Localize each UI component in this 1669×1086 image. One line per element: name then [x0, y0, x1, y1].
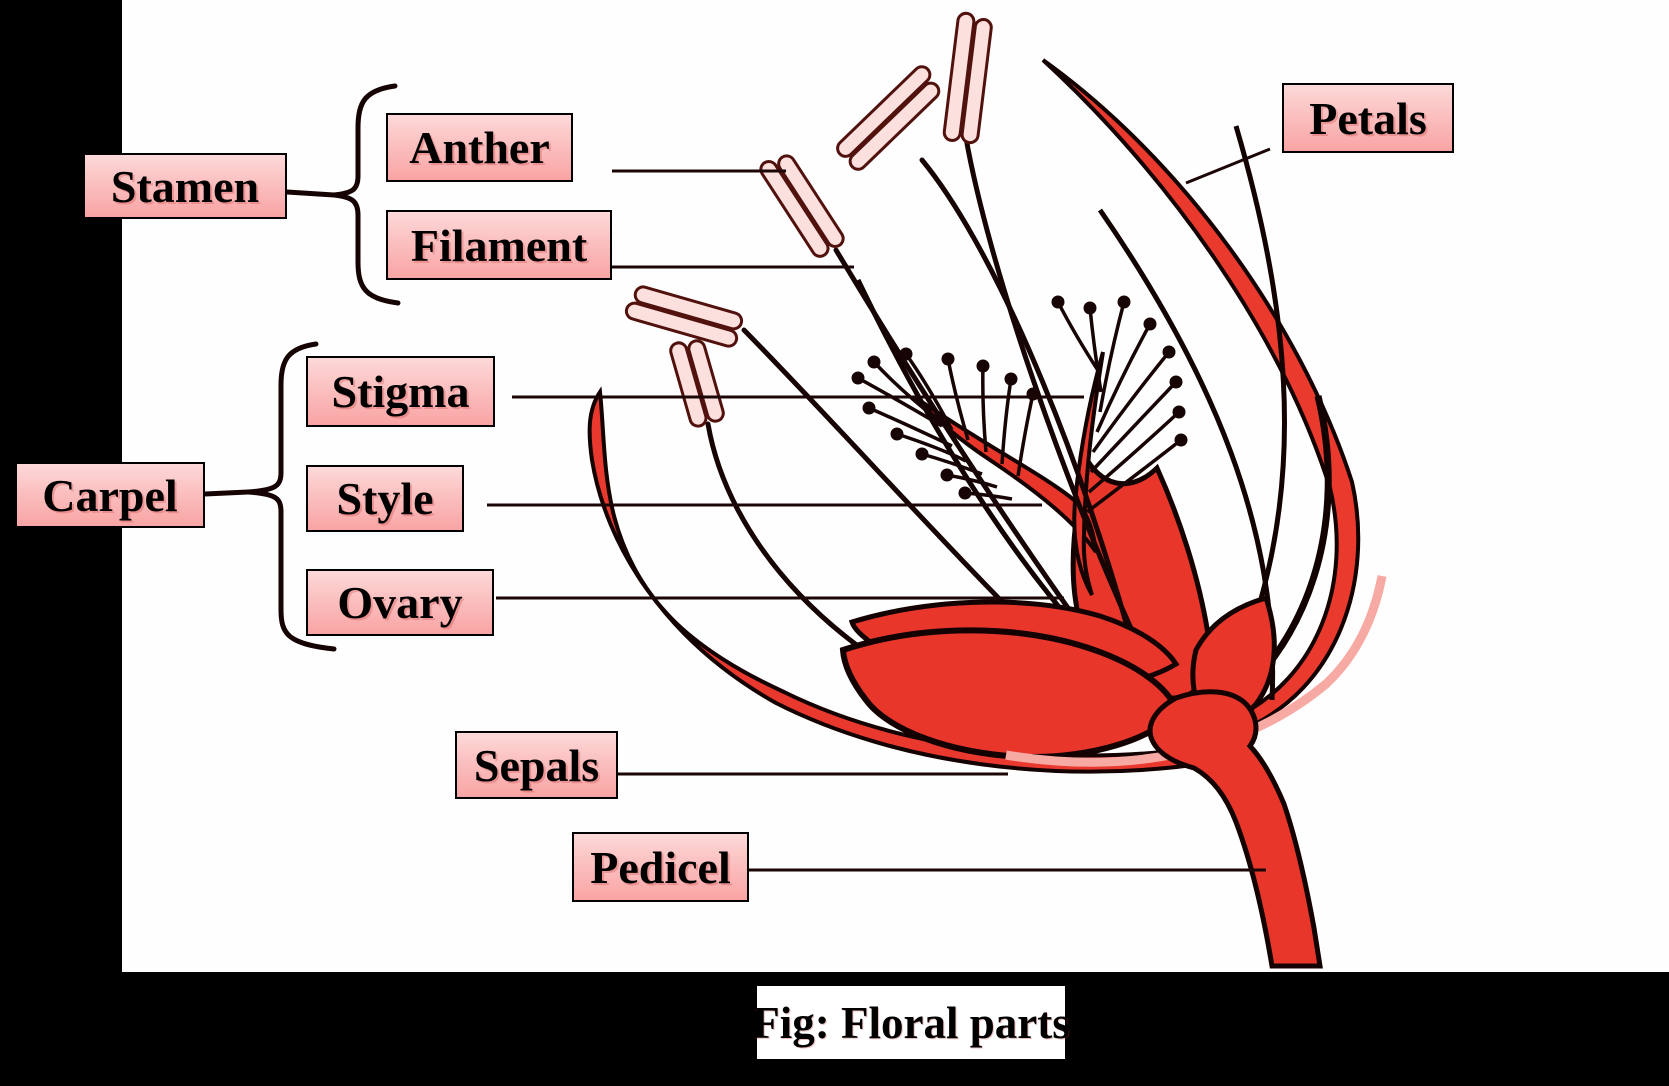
anther-3 [942, 11, 993, 145]
anther-4 [624, 285, 744, 348]
inner-perianth-band [1005, 575, 1387, 767]
filament-3 [963, 135, 1153, 673]
stamen-brace-connector [284, 189, 337, 198]
leader-petals [1185, 147, 1271, 185]
anther-1 [759, 154, 845, 258]
leader-lines [487, 147, 1271, 872]
label-pedicel-text: Pedicel [590, 841, 731, 893]
label-stamen: Stamen [83, 153, 287, 219]
label-filament: Filament [386, 210, 612, 280]
label-ovary-text: Ovary [337, 577, 463, 628]
anther-2 [836, 65, 941, 171]
braces [202, 83, 401, 652]
label-stigma-text: Stigma [331, 366, 470, 417]
label-petals-text: Petals [1309, 92, 1427, 144]
label-anther-text: Anther [409, 122, 550, 173]
label-filament-text: Filament [410, 219, 588, 271]
label-sepals: Sepals [455, 731, 618, 799]
label-stamen-text: Stamen [110, 160, 260, 212]
filament-2 [919, 157, 1139, 661]
figure-caption: Fig: Floral parts [752, 986, 1070, 1059]
carpel-brace-connector [202, 489, 251, 497]
anther-5 [669, 339, 725, 428]
figure-caption-text: Fig: Floral parts [752, 997, 1070, 1048]
pedicel-shape [1147, 689, 1323, 969]
label-sepals-text: Sepals [473, 739, 600, 791]
label-anther: Anther [386, 113, 573, 182]
label-pedicel: Pedicel [572, 832, 749, 902]
label-stigma: Stigma [306, 356, 495, 427]
label-carpel: Carpel [15, 462, 205, 528]
label-carpel-text: Carpel [42, 469, 178, 521]
label-ovary: Ovary [306, 569, 494, 636]
stigma-hair-dots [851, 295, 1188, 500]
label-style-text: Style [336, 473, 434, 524]
stigma-right-blade [1072, 351, 1105, 596]
label-petals: Petals [1282, 83, 1454, 153]
label-style: Style [306, 465, 464, 532]
